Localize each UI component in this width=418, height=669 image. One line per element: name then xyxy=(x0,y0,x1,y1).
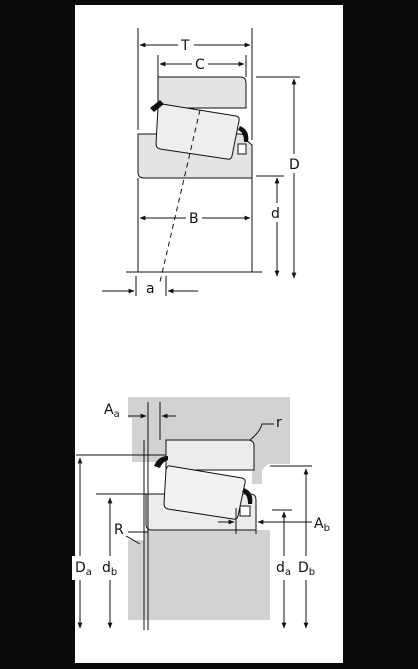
label-Db: Db xyxy=(298,560,315,578)
label-R: R xyxy=(114,522,124,538)
label-a: a xyxy=(146,281,155,297)
label-C: C xyxy=(195,57,205,73)
label-Aa: Aa xyxy=(104,402,120,420)
label-d: d xyxy=(271,206,280,222)
outer-ring xyxy=(157,76,247,109)
cage-left xyxy=(150,100,164,112)
label-r: r xyxy=(276,415,282,431)
cage-right xyxy=(238,126,249,142)
tapered-roller-mounted xyxy=(163,465,246,520)
R-leader xyxy=(125,535,141,545)
label-db-left: db xyxy=(102,560,117,578)
label-T: T xyxy=(180,38,190,54)
r-leader xyxy=(249,423,274,441)
cage-right-mounted xyxy=(242,488,253,504)
shaft-region xyxy=(128,530,270,620)
bottom-mounting-view: Aa r Da db R Ab xyxy=(72,397,330,630)
cage-left-mounted xyxy=(154,456,168,468)
rib-right xyxy=(237,143,247,155)
outer-ring-mounted xyxy=(165,439,255,471)
label-Da: Da xyxy=(75,560,92,578)
label-D: D xyxy=(289,157,300,173)
roller-axis-line xyxy=(159,109,201,283)
label-B: B xyxy=(189,211,199,227)
top-bearing-view: T C D d B xyxy=(102,28,303,297)
label-Ab: Ab xyxy=(314,516,330,534)
label-da: da xyxy=(276,560,291,578)
